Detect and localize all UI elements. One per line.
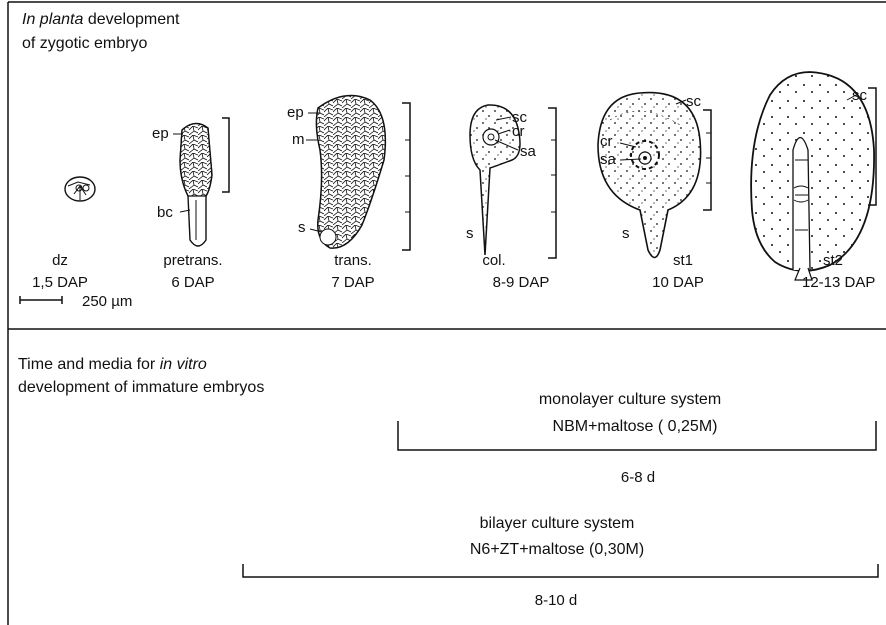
label-col-sa: sa	[520, 144, 536, 159]
monolayer-medium: NBM+maltose ( 0,25M)	[553, 419, 718, 435]
embryo-trans	[306, 96, 410, 251]
label-trans-m: m	[292, 132, 305, 147]
bilayer-duration: 8-10 d	[535, 593, 578, 608]
label-col-s: s	[466, 226, 474, 241]
bilayer-medium: N6+ZT+maltose (0,30M)	[470, 542, 644, 558]
monolayer-title: monolayer culture system	[539, 392, 721, 408]
stage-name-col: col.	[482, 253, 505, 268]
scale-bar	[20, 296, 62, 304]
stage-time-st1: 10 DAP	[652, 275, 704, 290]
label-pretrans-bc: bc	[157, 205, 173, 220]
label-trans-s: s	[298, 220, 306, 235]
bottom-heading-line1: Time and media for in vitro	[18, 357, 207, 373]
label-st1-sa: sa	[600, 152, 616, 167]
stage-name-st2: st2	[823, 253, 843, 268]
stage-time-trans: 7 DAP	[331, 275, 374, 290]
stage-name-dz: dz	[52, 253, 68, 268]
label-trans-ep: ep	[287, 105, 304, 120]
stage-name-pretrans: pretrans.	[163, 253, 222, 268]
top-heading-line2: of zygotic embryo	[22, 36, 147, 52]
embryo-st1	[598, 93, 711, 258]
bottom-heading-line2: development of immature embryos	[18, 380, 264, 396]
stage-time-pretrans: 6 DAP	[171, 275, 214, 290]
stage-time-dz: 1,5 DAP	[32, 275, 88, 290]
embryo-dz	[65, 177, 95, 201]
label-pretrans-ep: ep	[152, 126, 169, 141]
stage-time-col: 8-9 DAP	[493, 275, 550, 290]
label-col-cr: cr	[512, 124, 525, 139]
monolayer-duration: 6-8 d	[621, 470, 655, 485]
label-st1-cr: cr	[600, 134, 613, 149]
label-st1-s: s	[622, 226, 630, 241]
bilayer-title: bilayer culture system	[480, 516, 635, 532]
stage-time-st2: 12-13 DAP	[802, 275, 875, 290]
bilayer-bracket	[243, 564, 878, 577]
top-heading-line1: In planta development	[22, 12, 179, 28]
embryo-pretrans	[173, 118, 229, 246]
label-st1-sc: sc	[686, 94, 701, 109]
stage-name-st1: st1	[673, 253, 693, 268]
scale-label: 250 µm	[82, 294, 132, 309]
stage-name-trans: trans.	[334, 253, 372, 268]
label-st2-sc: sc	[852, 88, 867, 103]
